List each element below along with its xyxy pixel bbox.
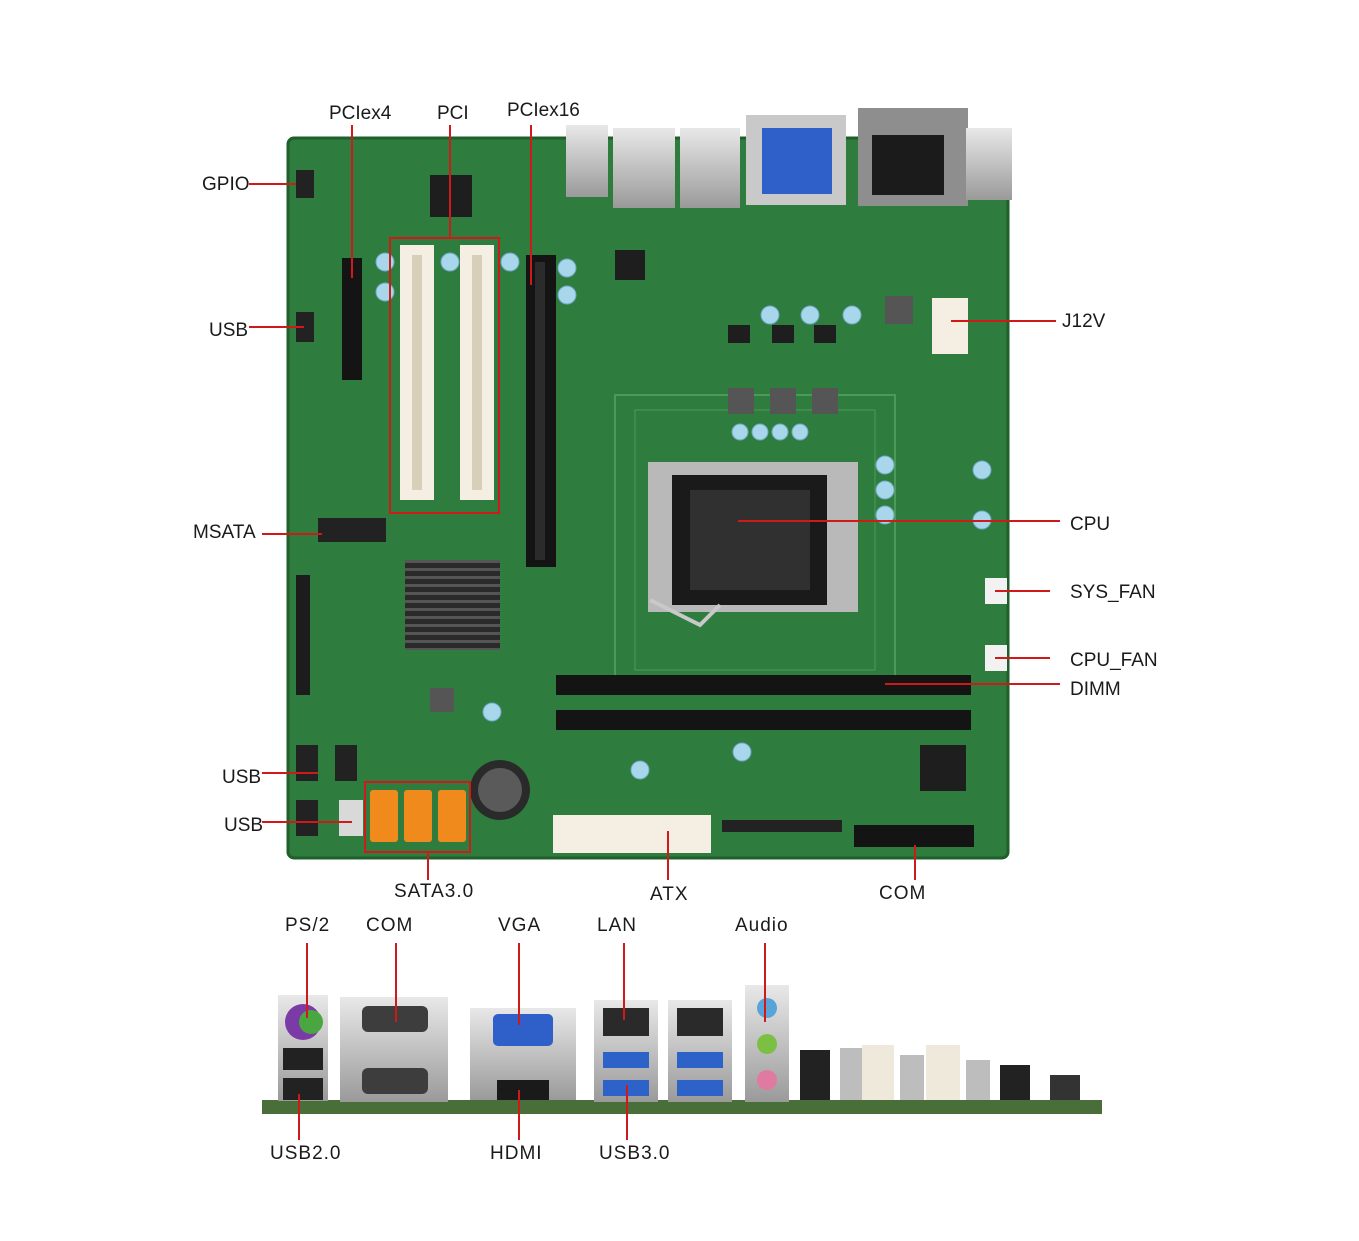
vga-connector-face	[762, 128, 832, 194]
usb2-port-1	[283, 1048, 323, 1070]
com-connector-face	[872, 135, 944, 195]
bottom-pin-row	[722, 820, 842, 832]
label-sys-fan: SYS_FAN	[1070, 582, 1156, 603]
cpu-socket-pins	[690, 490, 810, 590]
ps2-port-green-half	[299, 1010, 323, 1034]
pciex4-slot	[342, 258, 362, 380]
cpu-lever	[649, 598, 722, 628]
lan-port-2	[677, 1008, 723, 1036]
io-panel-pcb	[262, 1100, 1102, 1114]
label-sata: SATA3.0	[394, 881, 475, 902]
label-atx: ATX	[650, 884, 689, 905]
dimm-slot-2	[556, 710, 971, 730]
label-pciex4: PCIex4	[329, 103, 392, 124]
label-cpu: CPU	[1070, 514, 1111, 535]
audio-jack-blue	[757, 998, 777, 1018]
lan-block-1	[613, 128, 675, 208]
usb-header-mid	[296, 745, 318, 781]
label-audio: Audio	[735, 915, 789, 936]
com-header	[854, 825, 974, 847]
lan-block-2	[680, 128, 740, 208]
label-usb-low: USB	[224, 815, 264, 836]
usb3-port-2a	[677, 1052, 723, 1068]
msata-slot	[318, 518, 386, 542]
cpu-zone-inner	[634, 409, 876, 671]
label-pci: PCI	[437, 103, 469, 124]
sata-port-3	[438, 790, 466, 842]
sata-port-1	[370, 790, 398, 842]
audio-jack-block	[566, 125, 608, 197]
chipset-heatsink	[405, 560, 500, 650]
label-dimm: DIMM	[1070, 679, 1121, 700]
gpio-header	[296, 170, 314, 198]
label-gpio: GPIO	[202, 174, 250, 195]
label-ps2: PS/2	[285, 915, 331, 936]
left-pin-strip	[296, 575, 310, 695]
dimm-slot-1	[556, 675, 971, 695]
atx-connector	[553, 815, 711, 853]
pciex16-slot-inner	[535, 262, 545, 560]
audio-jack-pink	[757, 1070, 777, 1090]
label-vga: VGA	[498, 915, 542, 936]
usb-header-mid-2	[335, 745, 357, 781]
usb-header-top	[296, 312, 314, 342]
label-usb3: USB3.0	[599, 1143, 671, 1164]
audio-jack-green	[757, 1034, 777, 1054]
cmos-battery-face	[478, 768, 522, 812]
motherboard	[286, 108, 1012, 860]
chips	[430, 175, 966, 791]
hdmi-port	[497, 1080, 549, 1100]
usb-header-low	[296, 800, 318, 836]
capacitors	[375, 252, 992, 780]
vga-port	[493, 1014, 553, 1046]
rear-components	[800, 1045, 1080, 1100]
usb2-port-2	[283, 1078, 323, 1100]
io-panel	[262, 985, 1102, 1114]
label-msata: MSATA	[193, 522, 256, 543]
usb3-port-2b	[677, 1080, 723, 1096]
label-usb-top: USB	[209, 320, 249, 341]
rear-io-board	[566, 108, 1012, 208]
j12v-connector	[932, 298, 968, 354]
callout-box-pci	[389, 237, 500, 514]
pci-slot-2-inner	[472, 255, 482, 490]
label-lan: LAN	[597, 915, 637, 936]
sata-port-2	[404, 790, 432, 842]
usb-stack-right	[966, 128, 1012, 200]
label-usb2: USB2.0	[270, 1143, 342, 1164]
label-hdmi: HDMI	[490, 1143, 543, 1164]
callout-lines	[249, 125, 1060, 1140]
label-usb-mid: USB	[222, 767, 262, 788]
com-port-2	[362, 1068, 428, 1094]
lan-port-1	[603, 1008, 649, 1036]
label-com-bottom: COM	[879, 883, 927, 904]
label-com: COM	[366, 915, 414, 936]
pci-slot-1-inner	[412, 255, 422, 490]
callout-box-sata	[364, 781, 471, 853]
label-pciex16: PCIex16	[507, 100, 580, 121]
label-j12v: J12V	[1062, 311, 1106, 332]
usb-port-low	[339, 800, 363, 836]
usb3-port-1a	[603, 1052, 649, 1068]
label-cpu-fan: CPU_FAN	[1070, 650, 1158, 671]
